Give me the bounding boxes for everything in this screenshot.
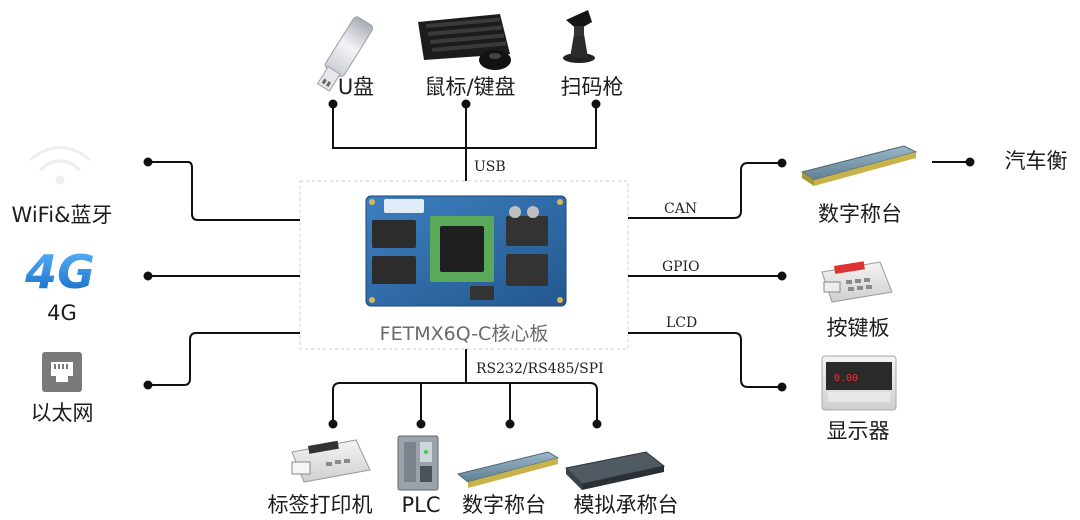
four-g-logo-icon: 4G: [24, 245, 95, 299]
label-truck-scale: 汽车衡: [1005, 149, 1068, 173]
connection-lines: [148, 104, 970, 424]
weighing-platform-bottom-icon: [456, 451, 560, 488]
connection-dots: [143, 99, 975, 429]
label-digital-scale-right: 数字称台: [818, 202, 902, 226]
label-analog-scale: 模拟承称台: [574, 493, 679, 517]
keyboard-mouse-icon: [418, 14, 511, 70]
keypad-board-icon: [821, 261, 893, 303]
bus-label-usb: USB: [474, 159, 506, 175]
core-board-image: [365, 195, 567, 307]
plc-device-icon: [397, 435, 439, 491]
wifi-icon: [29, 146, 91, 185]
weighing-platform-icon: [800, 145, 918, 186]
label-mouse-keyboard: 鼠标/键盘: [424, 75, 515, 99]
analog-scale-platform-icon: [564, 451, 666, 490]
label-display: 显示器: [827, 419, 890, 443]
label-u-disk: U盘: [338, 75, 374, 99]
usb-drive-icon: [316, 16, 374, 92]
label-digital-scale-bottom: 数字称台: [462, 493, 546, 517]
label-4g: 4G: [47, 301, 77, 325]
display-monitor-icon: [821, 355, 897, 411]
bus-label-lcd: LCD: [666, 315, 697, 331]
bus-label-serial: RS232/RS485/SPI: [476, 361, 604, 377]
display-reading: 0.00: [834, 373, 858, 384]
core-module-label: FETMX6Q-C核心板: [380, 323, 549, 345]
bus-label-can: CAN: [664, 201, 697, 217]
label-wifi-bluetooth: WiFi&蓝牙: [12, 203, 113, 227]
barcode-scanner-icon: [563, 10, 595, 63]
label-plc: PLC: [401, 493, 440, 517]
label-label-printer: 标签打印机: [268, 493, 373, 517]
bus-label-gpio: GPIO: [662, 259, 700, 275]
label-ethernet: 以太网: [31, 401, 94, 425]
label-printer-icon: [291, 439, 371, 483]
core-module-frame: [299, 180, 629, 350]
label-keypad-board: 按键板: [827, 316, 890, 340]
label-barcode-scanner: 扫码枪: [561, 75, 624, 99]
ethernet-port-icon: [42, 352, 82, 392]
